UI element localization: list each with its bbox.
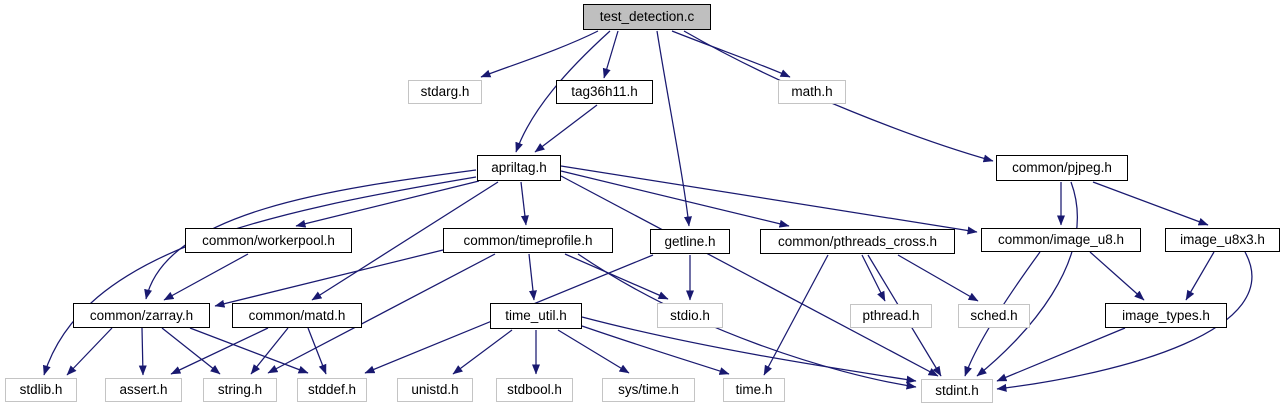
edge-test_detection_c-to-tag36h11_h	[602, 30, 619, 79]
edge-common_pjpeg_h-to-stdint_h	[976, 181, 1078, 377]
edge-image_u8x3_h-to-image_types_h	[1185, 251, 1215, 301]
edge-common_timeprofile_h-to-string_h	[267, 253, 496, 374]
edge-common_pthreads_cross_h-to-sched_h	[897, 254, 979, 302]
edge-common_pthreads_cross_h-to-time_h	[763, 254, 829, 376]
node-stdio_h: stdio.h	[657, 303, 723, 328]
node-stdint_h: stdint.h	[921, 379, 993, 403]
node-common_matd_h[interactable]: common/matd.h	[232, 303, 362, 328]
node-getline_h[interactable]: getline.h	[650, 229, 730, 254]
node-tag36h11_h[interactable]: tag36h11.h	[556, 80, 653, 104]
node-time_util_h[interactable]: time_util.h	[490, 303, 582, 329]
node-image_u8x3_h[interactable]: image_u8x3.h	[1165, 228, 1280, 252]
edge-common_timeprofile_h-to-time_util_h	[528, 253, 537, 301]
edge-common_zarray_h-to-string_h	[161, 327, 221, 375]
edge-test_detection_c-to-getline_h	[656, 30, 692, 227]
edge-common_zarray_h-to-stdlib_h	[66, 327, 113, 376]
edge-common_zarray_h-to-stddef_h	[189, 327, 309, 374]
edge-tag36h11_h-to-apriltag_h	[534, 104, 598, 153]
edge-test_detection_c-to-apriltag_h	[515, 30, 611, 153]
node-apriltag_h[interactable]: apriltag.h	[477, 155, 561, 181]
node-pthread_h: pthread.h	[850, 304, 932, 328]
node-common_pthreads_cross_h[interactable]: common/pthreads_cross.h	[760, 229, 955, 254]
edge-time_util_h-to-unistd_h	[452, 329, 513, 375]
edge-apriltag_h-to-stdint_h	[560, 175, 939, 377]
edge-image_types_h-to-stdint_h	[996, 327, 1126, 382]
edge-time_util_h-to-sys_time_h	[557, 329, 630, 374]
edge-common_timeprofile_h-to-common_zarray_h	[214, 249, 444, 308]
node-stddef_h: stddef.h	[297, 378, 367, 402]
edge-common_pjpeg_h-to-image_u8x3_h	[1092, 181, 1209, 226]
node-string_h: string.h	[203, 378, 277, 402]
edge-apriltag_h-to-common_image_u8_h	[560, 165, 978, 235]
edge-test_detection_c-to-common_pjpeg_h	[683, 30, 994, 163]
node-assert_h: assert.h	[105, 378, 182, 402]
edge-common_workerpool_h-to-common_zarray_h	[163, 253, 249, 301]
node-math_h: math.h	[778, 80, 846, 104]
edge-common_image_u8_h-to-image_types_h	[1089, 251, 1145, 301]
edge-common_zarray_h-to-assert_h	[138, 327, 147, 376]
node-test_detection_c[interactable]: test_detection.c	[583, 4, 711, 30]
node-common_zarray_h[interactable]: common/zarray.h	[73, 303, 210, 328]
edge-common_timeprofile_h-to-stdint_h	[577, 253, 917, 390]
edge-apriltag_h-to-common_zarray_h	[144, 169, 477, 300]
node-stdarg_h: stdarg.h	[408, 80, 482, 104]
edge-common_timeprofile_h-to-stdio_h	[564, 253, 669, 300]
node-stdbool_h: stdbool.h	[496, 378, 573, 402]
edge-time_util_h-to-stdint_h	[581, 316, 917, 384]
edge-test_detection_c-to-math_h	[671, 30, 791, 78]
node-unistd_h: unistd.h	[397, 378, 473, 402]
edge-image_u8x3_h-to-stdint_h	[996, 251, 1253, 392]
edge-time_util_h-to-time_h	[581, 325, 730, 375]
node-sched_h: sched.h	[958, 304, 1030, 328]
node-common_timeprofile_h[interactable]: common/timeprofile.h	[443, 228, 613, 253]
node-sys_time_h: sys/time.h	[602, 378, 695, 402]
edge-common_matd_h-to-stddef_h	[307, 327, 327, 375]
node-common_workerpool_h[interactable]: common/workerpool.h	[185, 228, 352, 253]
node-image_types_h[interactable]: image_types.h	[1105, 303, 1227, 328]
edge-apriltag_h-to-common_matd_h	[311, 181, 499, 301]
edge-common_matd_h-to-string_h	[250, 327, 289, 375]
node-common_image_u8_h[interactable]: common/image_u8.h	[981, 228, 1141, 252]
edge-common_pthreads_cross_h-to-pthread_h	[861, 254, 886, 302]
node-time_h: time.h	[723, 378, 785, 402]
node-common_pjpeg_h[interactable]: common/pjpeg.h	[996, 155, 1128, 181]
edge-common_matd_h-to-assert_h	[170, 327, 269, 375]
edge-apriltag_h-to-common_workerpool_h	[295, 180, 480, 228]
node-stdlib_h: stdlib.h	[5, 378, 77, 402]
edge-apriltag_h-to-common_pthreads_cross_h	[560, 170, 790, 228]
edge-apriltag_h-to-common_timeprofile_h	[520, 181, 529, 226]
edge-test_detection_c-to-stdarg_h	[480, 30, 599, 78]
